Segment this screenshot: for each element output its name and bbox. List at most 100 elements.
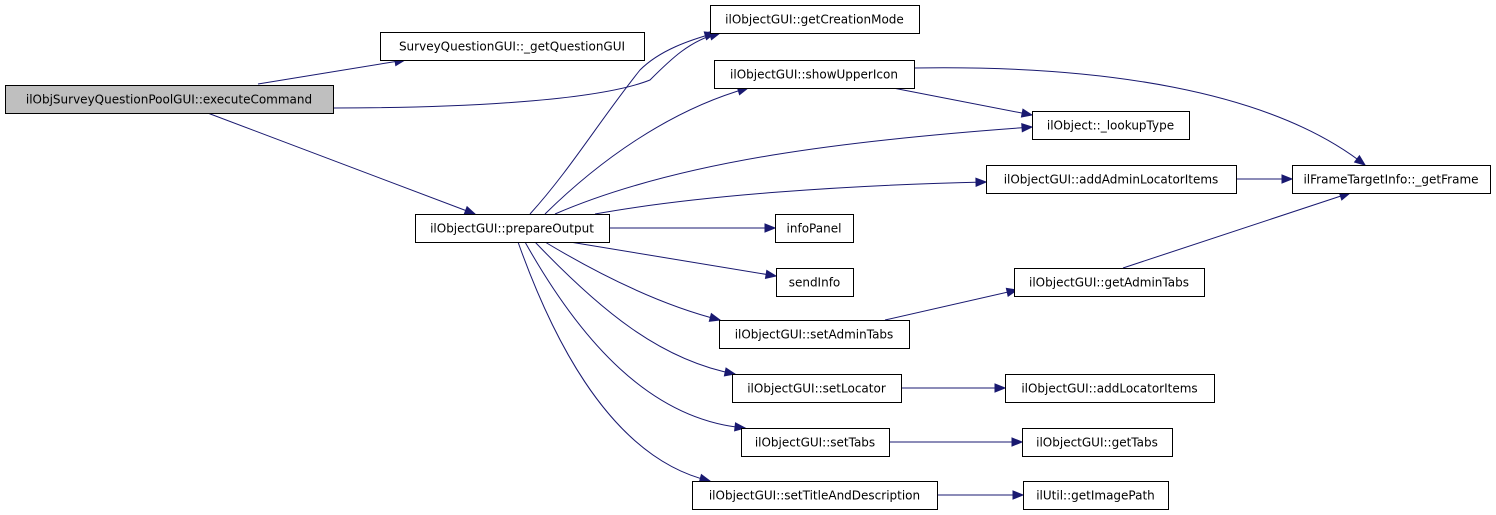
edge-setLocator-to-addLocatorItems bbox=[901, 383, 1007, 393]
arrowhead-icon bbox=[994, 383, 1007, 393]
edge-prepareOutput-to-setLocator bbox=[534, 241, 737, 377]
edge-line bbox=[332, 32, 721, 109]
arrowhead-icon bbox=[1281, 174, 1294, 184]
edge-showUpperIcon-to-lookupType bbox=[892, 87, 1034, 118]
arrowhead-icon bbox=[723, 367, 737, 377]
arrowhead-icon bbox=[463, 205, 477, 215]
node-box[interactable] bbox=[1023, 481, 1169, 510]
edge-line bbox=[544, 87, 749, 215]
node-box[interactable] bbox=[741, 428, 890, 457]
node-label: ilUtil::getImagePath bbox=[1036, 489, 1155, 503]
edge-prepareOutput-to-setTabs bbox=[524, 241, 747, 432]
node-box[interactable] bbox=[692, 481, 938, 510]
node-getCreationMode[interactable]: ilObjectGUI::getCreationMode bbox=[710, 5, 920, 34]
edge-line bbox=[524, 241, 746, 429]
node-setTabs[interactable]: ilObjectGUI::setTabs bbox=[741, 428, 890, 457]
edge-setTitleAndDescription-to-getImagePath bbox=[937, 490, 1025, 500]
arrowhead-icon bbox=[764, 269, 778, 279]
edge-prepareOutput-to-addAdminLocatorItems bbox=[594, 177, 988, 215]
node-executeCommand[interactable]: ilObjSurveyQuestionPoolGUI::executeComma… bbox=[5, 85, 334, 114]
node-box[interactable] bbox=[5, 85, 334, 114]
node-getFrame[interactable]: ilFrameTargetInfo::_getFrame bbox=[1292, 165, 1491, 194]
node-label: ilObject::_lookupType bbox=[1047, 119, 1174, 133]
node-getAdminTabs[interactable]: ilObjectGUI::getAdminTabs bbox=[1014, 268, 1205, 297]
arrowhead-icon bbox=[708, 312, 722, 322]
edge-line bbox=[529, 32, 716, 215]
edge-line bbox=[257, 59, 406, 85]
node-label: ilObjectGUI::showUpperIcon bbox=[730, 68, 898, 82]
node-box[interactable] bbox=[415, 214, 610, 243]
node-sendInfo[interactable]: sendInfo bbox=[776, 268, 854, 297]
node-label: ilObjectGUI::getTabs bbox=[1036, 436, 1158, 450]
edge-prepareOutput-to-showUpperIcon bbox=[544, 86, 750, 215]
edge-prepareOutput-to-infoPanel bbox=[609, 223, 777, 233]
arrowhead-icon bbox=[734, 422, 747, 432]
edge-prepareOutput-to-sendInfo bbox=[569, 241, 778, 279]
node-label: ilFrameTargetInfo::_getFrame bbox=[1303, 173, 1478, 187]
edge-line bbox=[569, 241, 777, 277]
edge-line bbox=[594, 181, 987, 215]
node-label: ilObjectGUI::getAdminTabs bbox=[1029, 276, 1189, 290]
node-box[interactable] bbox=[1014, 268, 1205, 297]
node-getQuestionGUI[interactable]: SurveyQuestionGUI::_getQuestionGUI bbox=[380, 32, 645, 61]
edge-setTabs-to-getTabs bbox=[889, 437, 1024, 447]
edge-line bbox=[534, 241, 736, 375]
node-setAdminTabs[interactable]: ilObjectGUI::setAdminTabs bbox=[719, 320, 910, 349]
edge-getAdminTabs-to-getFrame bbox=[1122, 191, 1352, 269]
edge-line bbox=[554, 126, 1033, 215]
edge-line bbox=[1122, 192, 1351, 269]
edge-executeCommand-to-prepareOutput bbox=[204, 111, 477, 215]
node-setTitleAndDescription[interactable]: ilObjectGUI::setTitleAndDescription bbox=[692, 481, 938, 510]
node-prepareOutput[interactable]: ilObjectGUI::prepareOutput bbox=[415, 214, 610, 243]
node-box[interactable] bbox=[714, 60, 915, 89]
node-infoPanel[interactable]: infoPanel bbox=[775, 214, 854, 243]
node-box[interactable] bbox=[732, 374, 902, 403]
node-label: SurveyQuestionGUI::_getQuestionGUI bbox=[399, 40, 625, 54]
node-label: ilObjSurveyQuestionPoolGUI::executeComma… bbox=[26, 93, 312, 107]
node-getTabs[interactable]: ilObjectGUI::getTabs bbox=[1022, 428, 1173, 457]
node-getImagePath[interactable]: ilUtil::getImagePath bbox=[1023, 481, 1169, 510]
edge-line bbox=[884, 289, 1018, 321]
node-addLocatorItems[interactable]: ilObjectGUI::addLocatorItems bbox=[1005, 374, 1215, 403]
arrowhead-icon bbox=[1353, 154, 1367, 166]
edge-prepareOutput-to-lookupType bbox=[554, 123, 1034, 215]
arrowhead-icon bbox=[764, 223, 777, 233]
node-addAdminLocatorItems[interactable]: ilObjectGUI::addAdminLocatorItems bbox=[986, 165, 1237, 194]
node-box[interactable] bbox=[710, 5, 920, 34]
node-box[interactable] bbox=[986, 165, 1237, 194]
edge-setAdminTabs-to-getAdminTabs bbox=[884, 287, 1019, 321]
node-setLocator[interactable]: ilObjectGUI::setLocator bbox=[732, 374, 902, 403]
node-box[interactable] bbox=[775, 214, 854, 243]
node-box[interactable] bbox=[1032, 111, 1190, 140]
edge-line bbox=[544, 241, 721, 321]
edge-line bbox=[517, 241, 711, 482]
arrowhead-icon bbox=[975, 177, 988, 187]
arrowhead-icon bbox=[1012, 490, 1025, 500]
node-box[interactable] bbox=[776, 268, 854, 297]
edge-showUpperIcon-to-getFrame bbox=[913, 67, 1367, 166]
node-label: ilObjectGUI::setLocator bbox=[747, 382, 886, 396]
nodes-layer: ilObjSurveyQuestionPoolGUI::executeComma… bbox=[5, 5, 1491, 510]
edge-executeCommand-to-getQuestionGUI bbox=[257, 57, 407, 85]
arrowhead-icon bbox=[1020, 108, 1034, 118]
node-box[interactable] bbox=[380, 32, 645, 61]
edge-line bbox=[892, 87, 1033, 116]
node-label: ilObjectGUI::addAdminLocatorItems bbox=[1004, 173, 1219, 187]
node-label: ilObjectGUI::setTitleAndDescription bbox=[709, 489, 920, 503]
node-label: ilObjectGUI::addLocatorItems bbox=[1021, 382, 1197, 396]
edge-addAdminLocatorItems-to-getFrame bbox=[1236, 174, 1294, 184]
node-box[interactable] bbox=[1292, 165, 1491, 194]
edge-prepareOutput-to-setAdminTabs bbox=[544, 241, 722, 322]
node-label: ilObjectGUI::setTabs bbox=[755, 436, 875, 450]
arrowhead-icon bbox=[1021, 123, 1034, 133]
edge-line bbox=[913, 67, 1366, 166]
node-showUpperIcon[interactable]: ilObjectGUI::showUpperIcon bbox=[714, 60, 915, 89]
node-label: ilObjectGUI::getCreationMode bbox=[725, 13, 904, 27]
node-box[interactable] bbox=[1005, 374, 1215, 403]
node-label: sendInfo bbox=[789, 276, 841, 290]
node-label: ilObjectGUI::prepareOutput bbox=[430, 222, 594, 236]
node-box[interactable] bbox=[719, 320, 910, 349]
node-box[interactable] bbox=[1022, 428, 1173, 457]
node-lookupType[interactable]: ilObject::_lookupType bbox=[1032, 111, 1190, 140]
